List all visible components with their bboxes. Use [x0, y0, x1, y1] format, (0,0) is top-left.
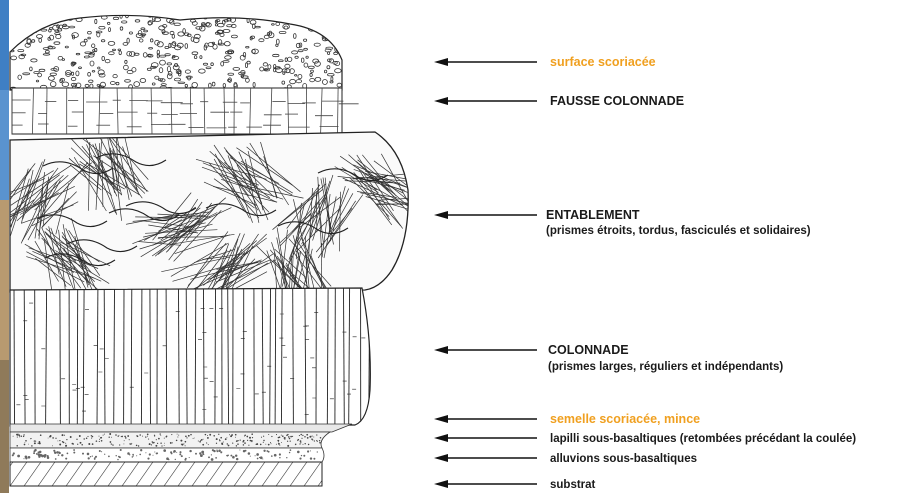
- colonnade-layer: [10, 288, 370, 426]
- label-alluvions: alluvions sous-basaltiques: [550, 453, 697, 465]
- arrow-fausse-colonnade: [434, 97, 537, 105]
- label-fausse-colonnade: FAUSSE COLONNADE: [550, 94, 684, 108]
- label-substrat: substrat: [550, 479, 596, 491]
- pointer-arrows: [434, 58, 537, 488]
- arrow-alluvions: [434, 454, 537, 462]
- label-semelle: semelle scoriacée, mince: [550, 412, 700, 426]
- label-colonnade: COLONNADE: [548, 343, 629, 357]
- arrow-colonnade: [434, 346, 537, 354]
- scoriaceous-surface-layer: [9, 12, 343, 92]
- arrow-entablement: [434, 211, 537, 219]
- left-photo-strip: [0, 0, 9, 493]
- label-colonnade-desc: (prismes larges, réguliers et indépendan…: [548, 361, 783, 373]
- substrate-layer: [10, 462, 322, 486]
- label-entablement-desc: (prismes étroits, tordus, fasciculés et …: [546, 225, 811, 237]
- label-lapilli: lapilli sous-basaltiques (retombées préc…: [550, 433, 856, 445]
- arrow-lapilli: [434, 434, 537, 442]
- alluvions-layer: [10, 448, 324, 462]
- arrow-surface: [434, 58, 537, 66]
- layer-labels: surface scoriacée FAUSSE COLONNADE ENTAB…: [546, 55, 856, 491]
- lapilli-layer: [10, 432, 330, 448]
- label-surface-scoriacee: surface scoriacée: [550, 55, 656, 69]
- arrow-semelle: [434, 415, 537, 423]
- arrow-substrat: [434, 480, 537, 488]
- label-entablement: ENTABLEMENT: [546, 208, 640, 222]
- scoriaceous-sole-layer: [10, 424, 352, 432]
- false-colonnade-layer: [12, 88, 359, 134]
